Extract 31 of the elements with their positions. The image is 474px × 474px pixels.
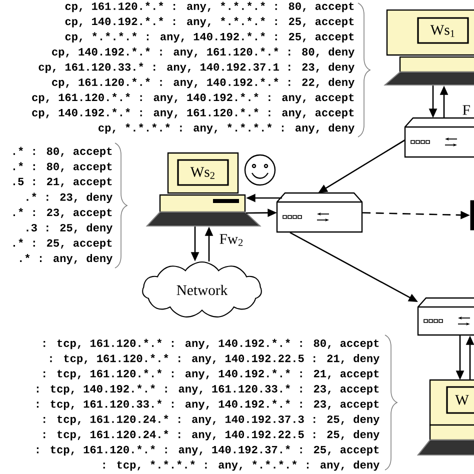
rule-row: : tcp, 161.120.*.* : any, 140.192.22.5 : 21, deny (50, 354, 380, 364)
rule-row: cp, 161.120.*.* : any, 140.192.*.* : 22, deny (52, 78, 354, 88)
rule-row: : tcp, 161.120.24.* : any, 140.192.37.3 : 25, deny (44, 414, 380, 426)
rule-row: cp, 140.192.*.* : any, 161.120.*.* : 80, deny (52, 47, 354, 58)
router-drawing (417, 297, 474, 336)
rule-row: : tcp, 161.120.*.* : any, 140.192.*.* : 21, accept (44, 369, 379, 380)
rule-row: : tcp, 161.120.*.* : any, 140.192.*.* : 80, accept (44, 338, 379, 350)
router-drawing (276, 192, 363, 233)
rule-row: cp, 161.120.*.* : any, *.*.*.* : 80, accept (65, 2, 354, 12)
rule-row: .5 : 21, accept (13, 178, 112, 188)
rule-row: : tcp, 161.120.*.* : any, 140.192.37.* : 25, accept (36, 445, 379, 456)
firewall-label: Fw$_{2}$ (220, 234, 243, 246)
rule-row: cp, 161.120.33.* : any, 140.192.37.1 : 23, deny (38, 62, 354, 73)
rule-row: cp, 140.192.*.* : any, 161.120.*.* : any, accept (32, 108, 354, 119)
rule-row: : tcp, 161.120.24.* : any, 140.192.22.5 : 25, deny (44, 430, 380, 440)
rule-row: cp, 140.192.*.* : any, *.*.*.* : 25, accept (65, 17, 354, 28)
rule-row: .* : any, deny (20, 254, 112, 264)
rule-row: cp, 161.120.*.* : any, 140.192.*.* : any, accept (32, 93, 354, 104)
rule-row: .* : 25, accept (13, 238, 112, 249)
rule-row: .* : 23, deny (26, 192, 112, 204)
network-cloud: Network (142, 261, 262, 318)
rule-row: .* : 23, accept (13, 208, 112, 218)
rule-row: .* : 80, accept (13, 146, 112, 158)
router-drawing (404, 117, 474, 158)
rule-row: cp, *.*.*.* : any, 140.192.*.* : 25, accept (65, 32, 354, 43)
rule-row: : tcp, 140.192.*.* : any, 161.120.33.* : 23, accept (36, 384, 379, 395)
rule-row: .* : 80, accept (13, 162, 112, 172)
rule-row: .3 : 25, deny (26, 223, 112, 234)
rule-row: cp, *.*.*.* : any, *.*.*.* : any, deny (98, 123, 354, 134)
rule-row: : tcp, *.*.*.* : any, *.*.*.* : any, deny (103, 460, 380, 471)
rule-row: : tcp, 161.120.33.* : any, 140.192.*.* : 23, accept (36, 400, 379, 410)
